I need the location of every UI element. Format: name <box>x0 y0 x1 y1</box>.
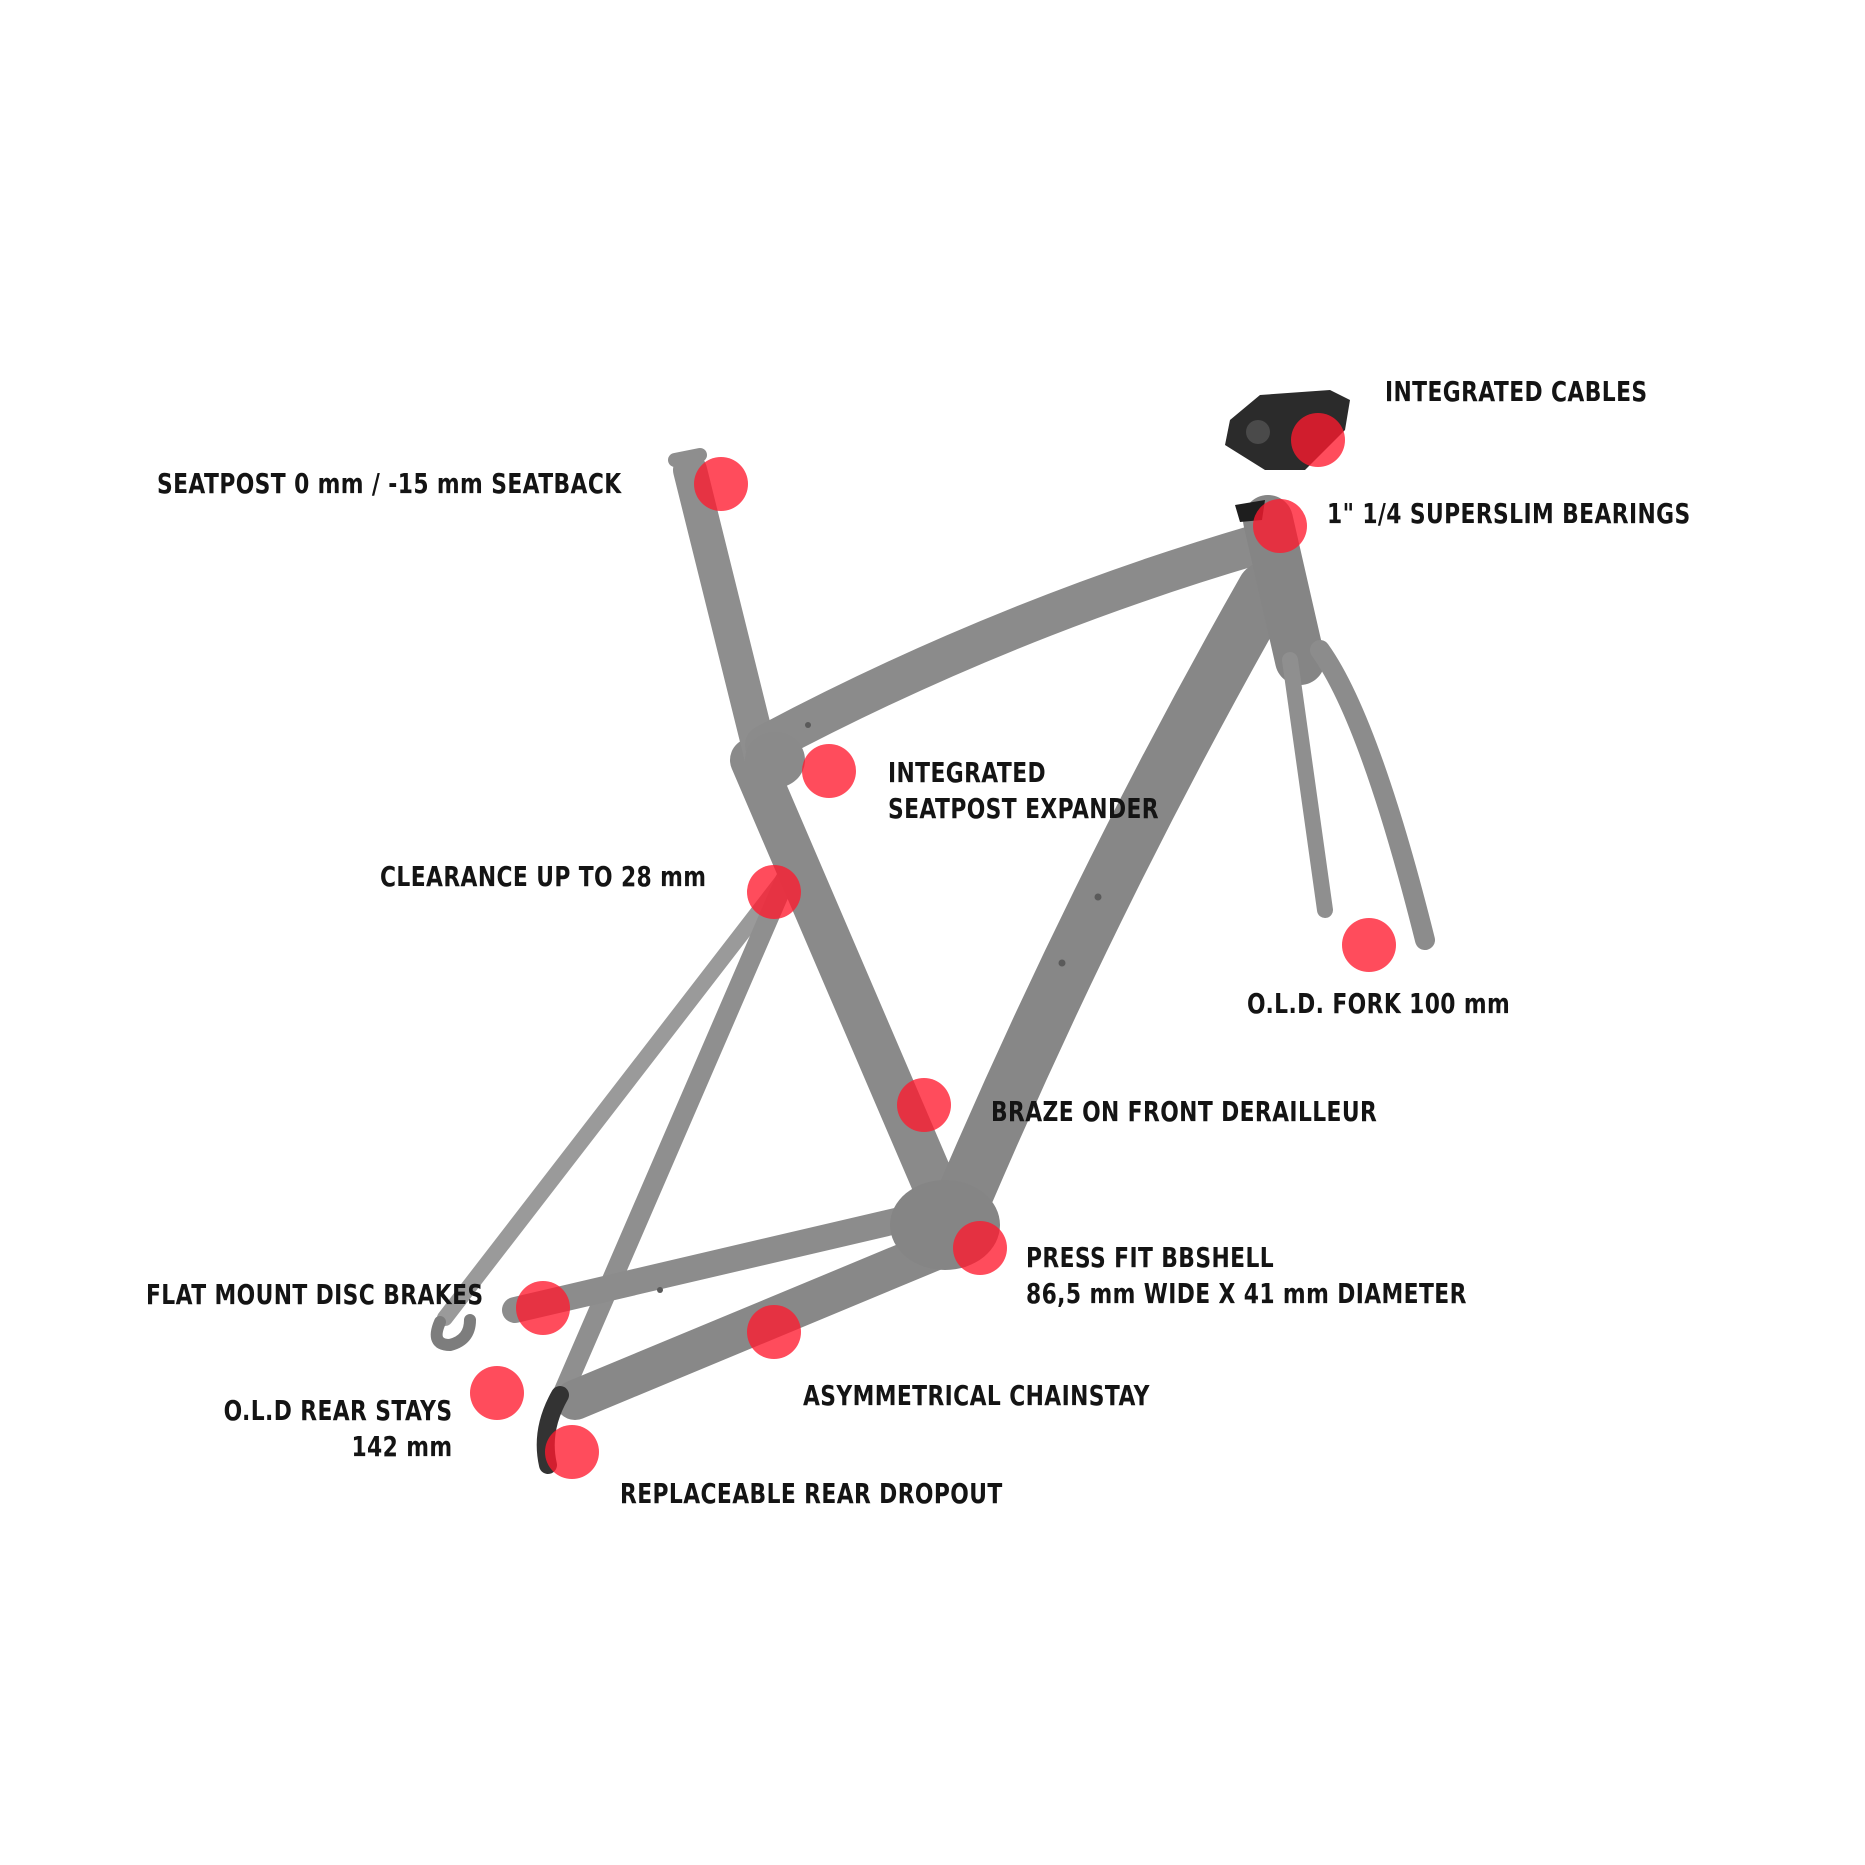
callout-chainstay: ASYMMETRICAL CHAINSTAY <box>803 1378 1150 1414</box>
marker-integrated-cables <box>1291 413 1345 467</box>
marker-seatpost <box>694 457 748 511</box>
seat-mast <box>673 453 779 777</box>
callout-seatpost-expander-line-1: INTEGRATED <box>888 756 1047 789</box>
fork-leg-rear <box>1282 652 1333 918</box>
callout-clearance-line-1: CLEARANCE UP TO 28 mm <box>380 860 707 893</box>
callout-seatpost-line-1: SEATPOST 0 mm / -15 mm SEATBACK <box>157 467 622 500</box>
down-tube <box>937 562 1293 1223</box>
marker-press-fit <box>953 1221 1007 1275</box>
callout-seatpost: SEATPOST 0 mm / -15 mm SEATBACK <box>157 466 622 502</box>
callout-seatpost-expander: INTEGRATED SEATPOST EXPANDER <box>888 755 1159 827</box>
marker-superslim-bearings <box>1253 499 1307 553</box>
callout-superslim-bearings-line-1: 1" 1/4 SUPERSLIM BEARINGS <box>1327 497 1691 530</box>
brake-mount <box>430 1314 476 1352</box>
marker-old-fork <box>1342 918 1396 972</box>
callout-seatpost-expander-line-2: SEATPOST EXPANDER <box>888 792 1160 825</box>
left-seat-stay <box>437 850 808 1326</box>
callout-old-fork-line-1: O.L.D. FORK 100 mm <box>1247 987 1511 1020</box>
bolt-holes <box>657 722 1102 1293</box>
marker-flat-mount <box>516 1281 570 1335</box>
marker-chainstay <box>747 1305 801 1359</box>
callout-dropout-line-1: REPLACEABLE REAR DROPOUT <box>620 1477 1003 1510</box>
seat-tube <box>730 738 967 1232</box>
callout-press-fit-line-2: 86,5 mm WIDE X 41 mm DIAMETER <box>1026 1277 1467 1310</box>
seatpost-head <box>668 448 707 467</box>
marker-old-rear <box>470 1366 524 1420</box>
callout-old-rear-line-2: 142 mm <box>350 1430 452 1463</box>
callout-flat-mount-line-1: FLAT MOUNT DISC BRAKES <box>146 1278 484 1311</box>
callout-integrated-cables-line-1: INTEGRATED CABLES <box>1385 375 1648 408</box>
callout-clearance: CLEARANCE UP TO 28 mm <box>380 859 706 895</box>
marker-dropout <box>545 1425 599 1479</box>
marker-clearance <box>747 865 801 919</box>
callout-old-fork: O.L.D. FORK 100 mm <box>1247 986 1510 1022</box>
callout-flat-mount: FLAT MOUNT DISC BRAKES <box>146 1277 483 1313</box>
callout-press-fit: PRESS FIT BBSHELL 86,5 mm WIDE X 41 mm D… <box>1026 1240 1467 1312</box>
callout-integrated-cables: INTEGRATED CABLES <box>1385 374 1647 410</box>
callout-braze-on: BRAZE ON FRONT DERAILLEUR <box>991 1094 1377 1130</box>
top-tube <box>745 525 1275 765</box>
marker-braze-on <box>897 1078 951 1132</box>
marker-seatpost-expander <box>802 744 856 798</box>
frame-tubes <box>430 448 1435 1474</box>
callout-old-rear: O.L.D REAR STAYS 142 mm <box>223 1393 452 1465</box>
fork-leg-front <box>1310 640 1435 950</box>
callout-braze-on-line-1: BRAZE ON FRONT DERAILLEUR <box>991 1095 1378 1128</box>
callout-superslim-bearings: 1" 1/4 SUPERSLIM BEARINGS <box>1327 496 1691 532</box>
callout-dropout: REPLACEABLE REAR DROPOUT <box>620 1476 1003 1512</box>
left-chainstay <box>502 1207 913 1323</box>
right-seat-stay <box>550 870 795 1410</box>
seat-cluster <box>745 732 805 788</box>
callout-chainstay-line-1: ASYMMETRICAL CHAINSTAY <box>803 1379 1150 1412</box>
callout-press-fit-line-1: PRESS FIT BBSHELL <box>1026 1241 1275 1274</box>
feature-markers <box>470 413 1396 1479</box>
callout-old-rear-line-1: O.L.D REAR STAYS <box>223 1394 452 1427</box>
